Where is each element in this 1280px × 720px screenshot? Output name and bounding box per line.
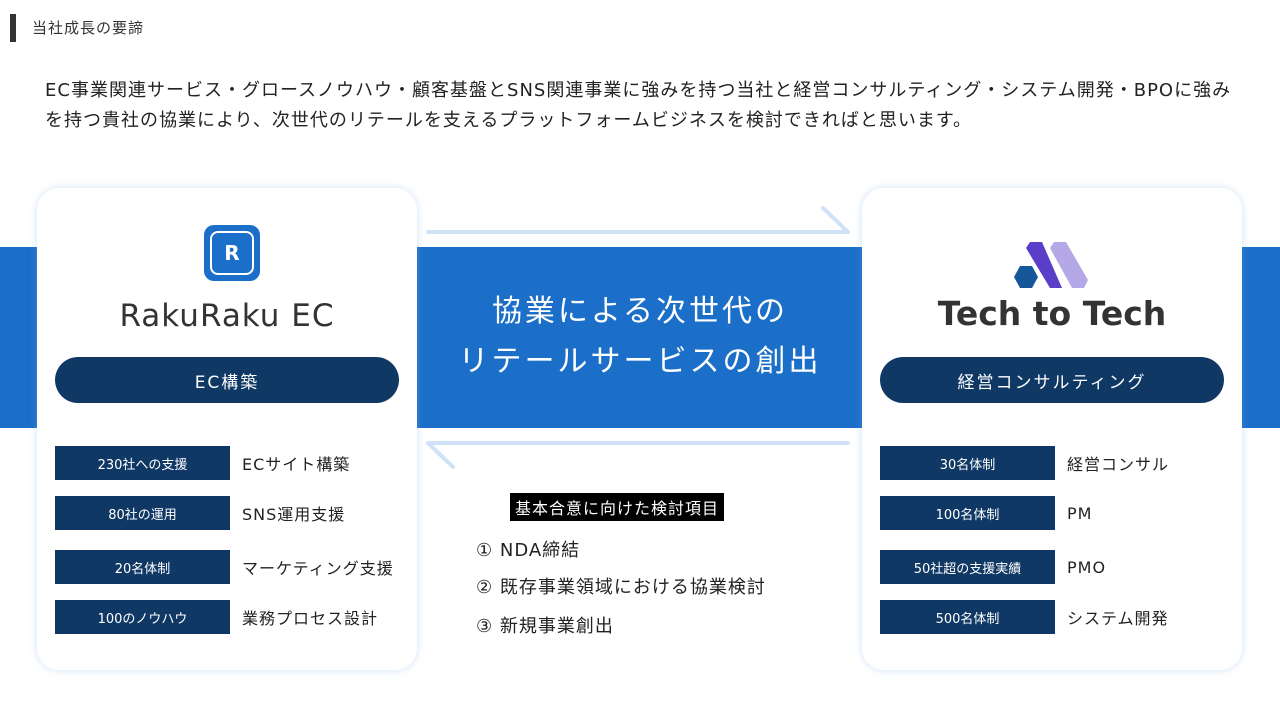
row-tag: 500名体制 [880,600,1055,634]
row-value: 業務プロセス設計 [242,609,379,628]
list-item: 230社への支援 ECサイト構築 [55,446,350,480]
row-value: マーケティング支援 [242,559,394,578]
techtotech-pill: 経営コンサルティング [880,357,1224,403]
list-item: 100のノウハウ業務プロセス設計 [55,600,378,634]
row-tag: 30名体制 [880,446,1055,480]
row-tag: 100のノウハウ [55,600,230,634]
techtotech-logo-icon [1014,242,1088,288]
row-tag: 20名体制 [55,550,230,584]
rakuraku-card: R RakuRaku EC EC構築 230社への支援 ECサイト構築 80社の運… [37,188,417,670]
agenda-item: ② 既存事業領域における協業検討 [476,577,766,598]
logo-letter: R [210,231,254,275]
techtotech-brand-name: Tech to Tech [937,294,1167,333]
list-item: 50社超の支援実績 PMO [880,550,1106,584]
rakuraku-pill: EC構築 [55,357,399,403]
arrow-right-icon [426,206,850,234]
row-tag: 80社の運用 [55,496,230,530]
list-item: 80社の運用 SNS運用支援 [55,496,345,530]
agenda-item: ③ 新規事業創出 [476,616,614,637]
row-tag: 50社超の支援実績 [880,550,1055,584]
center-message: 協業による次世代の リテールサービスの創出 [418,247,862,428]
row-value: PM [1067,503,1093,523]
rakuraku-brand-name: RakuRaku EC [119,298,335,334]
agenda-title: 基本合意に向けた検討項目 [510,493,725,521]
agenda-item: ① NDA締結 [476,540,581,561]
list-item: 500名体制システム開発 [880,600,1169,634]
row-value: 経営コンサル [1067,455,1170,474]
row-value: システム開発 [1067,609,1169,628]
row-value: ECサイト構築 [242,455,351,474]
center-line-2: リテールサービスの創出 [458,344,822,379]
rakuraku-logo-icon: R [204,225,260,281]
lead-text: EC事業関連サービス・グロースノウハウ・顧客基盤とSNS関連事業に強みを持つ当社… [45,80,1232,131]
row-tag: 100名体制 [880,496,1055,530]
page-title: 当社成長の要諦 [32,19,145,37]
row-tag: 230社への支援 [55,446,230,480]
row-value: SNS運用支援 [242,505,346,524]
list-item: 20名体制マーケティング支援 [55,550,394,584]
center-line-1: 協業による次世代の [491,294,789,329]
techtotech-card: Tech to Tech 経営コンサルティング 30名体制経営コンサル 100名… [862,188,1242,670]
list-item: 100名体制 PM [880,496,1092,530]
row-value: PMO [1067,557,1107,577]
list-item: 30名体制経営コンサル [880,446,1169,480]
arrow-left-icon [426,441,850,469]
header-accent-bar [10,14,16,42]
